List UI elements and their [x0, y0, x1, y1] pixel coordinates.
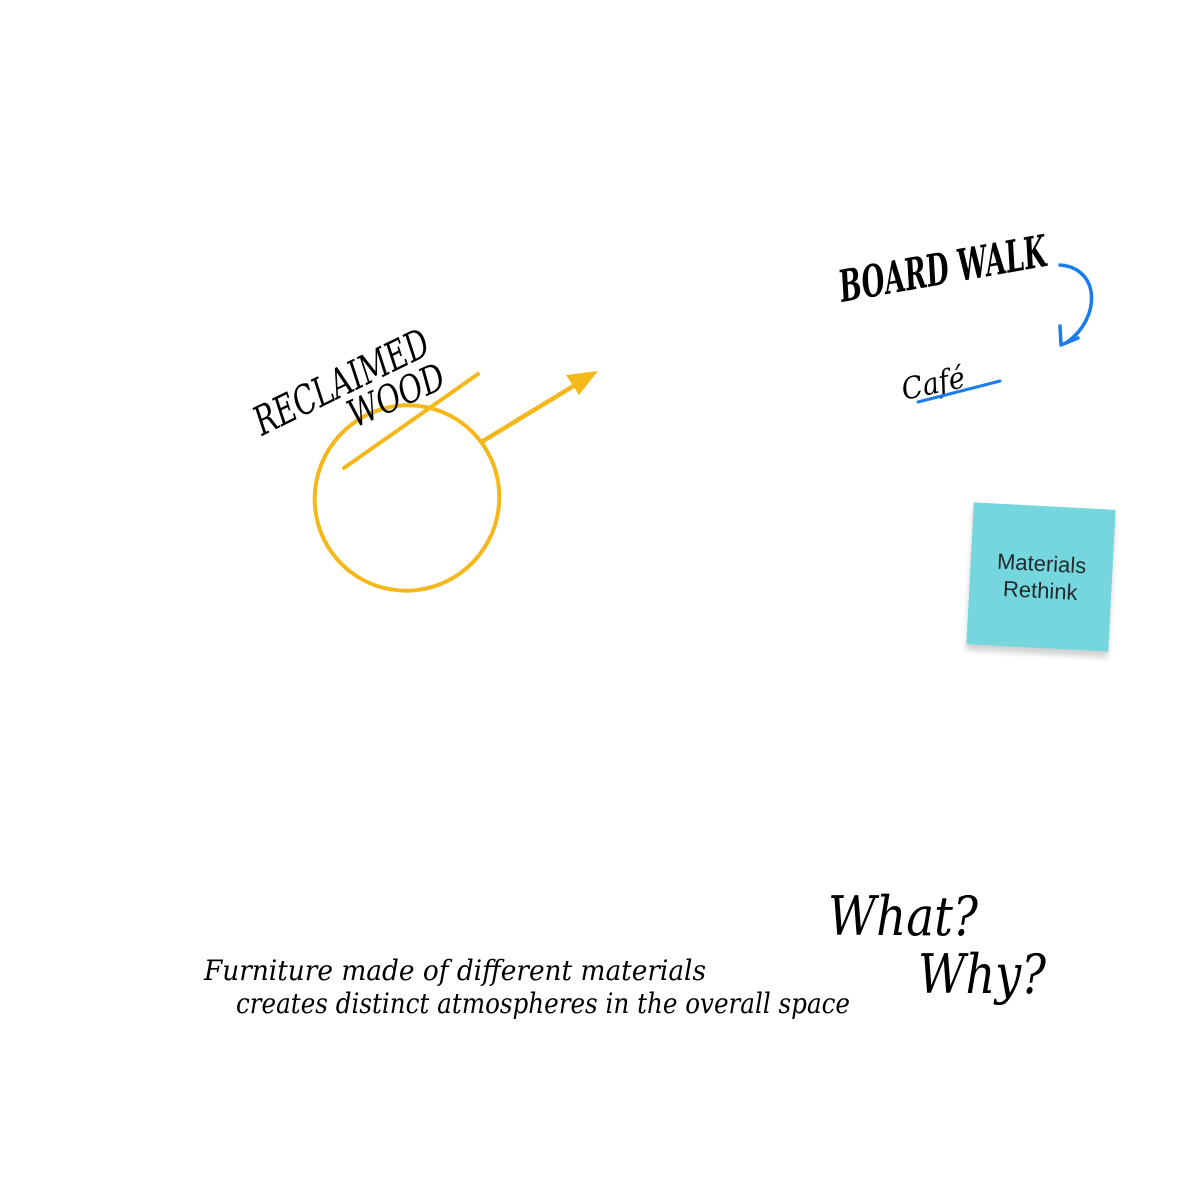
what-label[interactable]: What?	[828, 885, 979, 948]
board-walk-label[interactable]: BOARD WALK	[834, 226, 1052, 313]
board-walk-sketch[interactable]: BOARD WALK Café	[834, 226, 1094, 408]
curved-arrow-down-icon[interactable]	[1058, 263, 1094, 347]
sticky-note[interactable]: Materials Rethink	[966, 502, 1116, 652]
caption-line-2[interactable]: creates distinct atmospheres in the over…	[236, 987, 850, 1020]
reclaimed-wood-sketch[interactable]: RECLAIMED WOOD	[246, 320, 598, 626]
why-label[interactable]: Why?	[918, 943, 1047, 1006]
caption-notes[interactable]: Furniture made of different materials cr…	[203, 954, 850, 1020]
cafe-label[interactable]: Café	[898, 360, 968, 408]
yellow-circle-stroke[interactable]	[279, 370, 535, 626]
sticky-note-text[interactable]: Materials Rethink	[996, 548, 1087, 605]
yellow-underline-stroke[interactable]	[342, 372, 480, 470]
blue-underline-stroke[interactable]	[916, 379, 1002, 404]
arrow-up-right-icon[interactable]	[480, 371, 598, 444]
questions-notes[interactable]: What? Why?	[828, 885, 1047, 1006]
caption-line-1[interactable]: Furniture made of different materials	[203, 954, 706, 987]
